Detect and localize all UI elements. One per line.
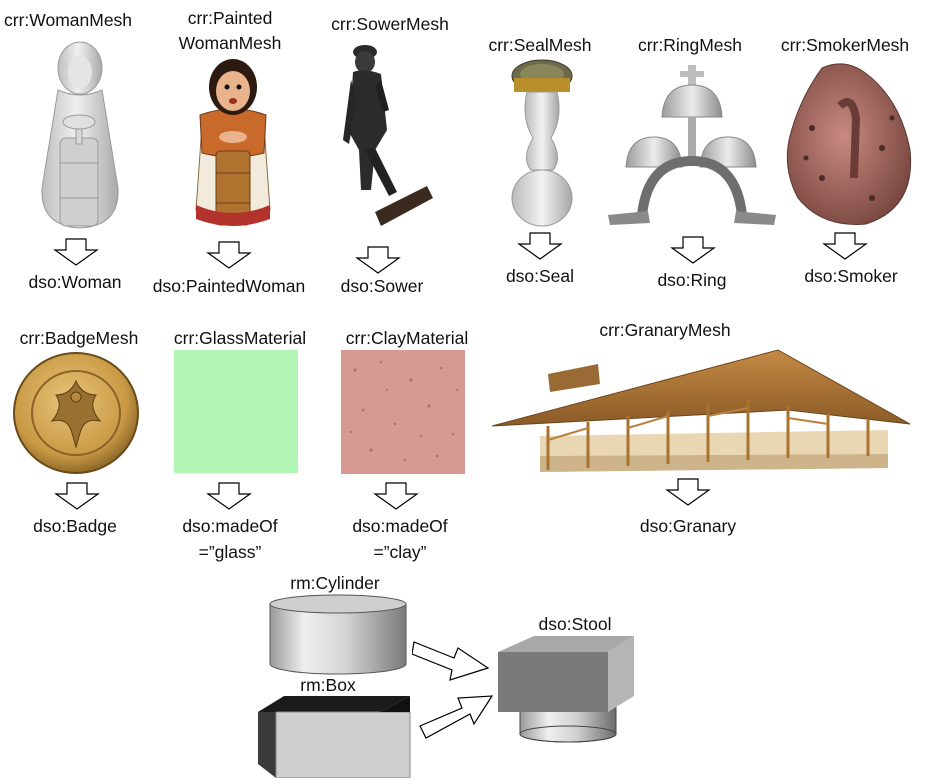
sower-mesh-label: crr:SowerMesh [320,14,460,35]
smoker-mesh-label: crr:SmokerMesh [770,35,920,56]
woman-mesh-label: crr:WomanMesh [4,10,164,31]
arrow-right-icon [418,686,494,742]
arrow-down-icon [822,232,868,260]
woman-mesh-image [30,38,130,230]
cylinder-label: rm:Cylinder [270,573,400,594]
painted-woman-mesh-label-line1: crr:Painted [160,8,300,29]
arrow-down-icon [373,482,419,510]
granary-mesh-label: crr:GranaryMesh [580,320,750,341]
granary-mesh-image [488,344,914,476]
sower-mesh-image [335,40,435,232]
arrow-down-icon [665,478,711,506]
ring-concept-label: dso:Ring [632,270,752,291]
arrow-down-icon [54,482,100,510]
clay-material-label: crr:ClayMaterial [332,328,482,349]
badge-mesh-label: crr:BadgeMesh [4,328,154,349]
glass-property-line2: =”glass” [170,542,290,563]
glass-swatch-rect [174,350,298,473]
glass-material-label: crr:GlassMaterial [160,328,320,349]
badge-mesh-image [12,351,140,475]
seal-concept-label: dso:Seal [480,266,600,287]
stool-label: dso:Stool [520,614,630,635]
clay-property-line2: =”clay” [340,542,460,563]
arrow-down-icon [355,246,401,274]
box-label: rm:Box [278,675,378,696]
badge-concept-label: dso:Badge [10,516,140,537]
glass-material-swatch [174,350,298,473]
clay-material-swatch [341,350,465,474]
granary-concept-label: dso:Granary [618,516,758,537]
sower-concept-label: dso:Sower [322,276,442,297]
arrow-right-icon [412,628,490,684]
painted-woman-mesh-label-line2: WomanMesh [160,33,300,54]
arrow-down-icon [517,232,563,260]
seal-mesh-image [505,58,579,230]
smoker-mesh-image [782,58,916,228]
ring-mesh-image [608,65,778,227]
arrow-down-icon [206,241,252,269]
woman-concept-label: dso:Woman [0,272,150,293]
cylinder-shape [268,594,408,676]
seal-mesh-label: crr:SealMesh [470,35,610,56]
arrow-down-icon [53,238,99,266]
box-shape [258,694,414,778]
ring-mesh-label: crr:RingMesh [620,35,760,56]
painted-woman-concept-label: dso:PaintedWoman [136,276,322,297]
clay-property-line1: dso:madeOf [340,516,460,537]
stool-shape [498,634,638,746]
arrow-down-icon [206,482,252,510]
glass-property-line1: dso:madeOf [170,516,290,537]
arrow-down-icon [670,236,716,264]
painted-woman-mesh-image [190,55,276,233]
smoker-concept-label: dso:Smoker [786,266,916,287]
